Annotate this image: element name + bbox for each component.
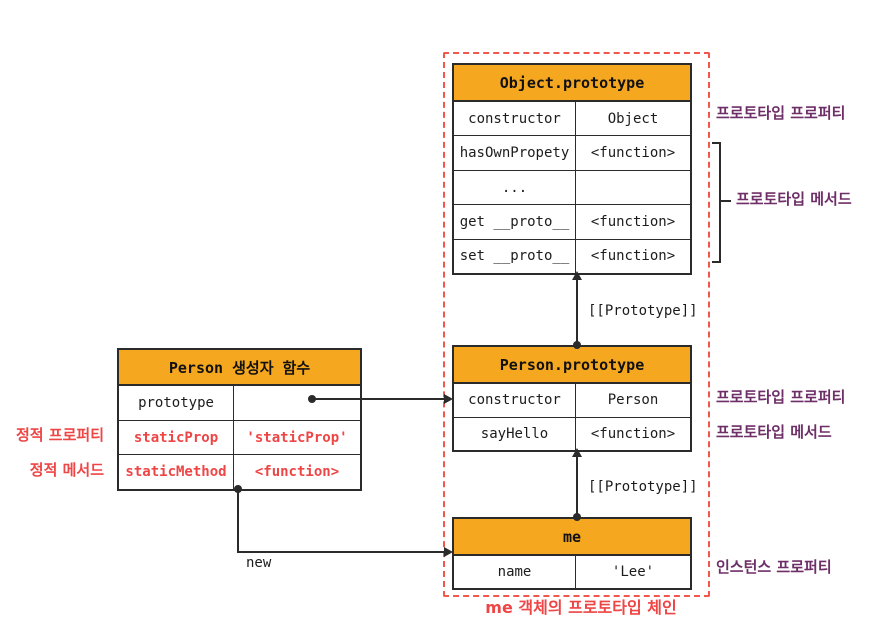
dot-connector xyxy=(573,513,581,521)
prototype-link-upper-line xyxy=(576,279,578,345)
value-cell: 'Lee' xyxy=(611,564,655,580)
prototype-link-lower-label: [[Prototype]] xyxy=(588,479,698,495)
table-header: Person 생성자 함수 xyxy=(119,350,360,386)
value-cell: 'staticProp' xyxy=(246,429,348,446)
prototype-property-label-object: 프로토타입 프로퍼티 xyxy=(716,104,846,122)
key-cell: sayHello xyxy=(454,417,576,450)
value-cell: <function> xyxy=(590,248,676,265)
prototype-chain-dashed-box xyxy=(443,52,710,597)
key-cell: ... xyxy=(454,170,576,205)
arrow-right-icon xyxy=(444,394,453,404)
table-row: set __proto__ <function> xyxy=(454,238,690,274)
prototype-method-label-object: 프로토타입 메서드 xyxy=(736,190,852,208)
table-row: ... xyxy=(454,169,690,205)
table-title: Person.prototype xyxy=(499,355,645,374)
table-title: Object.prototype xyxy=(499,73,645,92)
diagram-caption: me 객체의 프로토타입 체인 xyxy=(485,598,677,617)
person-constructor-table: Person 생성자 함수 prototype staticProp 'stat… xyxy=(117,348,362,491)
table-row: hasOwnPropety <function> xyxy=(454,135,690,170)
value-cell: Object xyxy=(607,110,659,127)
prototype-link-lower-line xyxy=(576,456,578,517)
key-cell: get __proto__ xyxy=(454,205,576,239)
prototype-reference-line xyxy=(312,398,446,400)
bracket-tick xyxy=(721,200,731,202)
table-row: staticMethod <function> xyxy=(119,454,360,490)
table-header: Object.prototype xyxy=(454,65,690,102)
key-cell: staticMethod xyxy=(119,455,234,490)
prototype-link-upper-label: [[Prototype]] xyxy=(588,303,698,319)
person-prototype-table: Person.prototype constructor Person sayH… xyxy=(452,345,692,452)
key-cell: staticProp xyxy=(119,420,234,455)
value-cell: <function> xyxy=(590,213,676,230)
new-keyword-label: new xyxy=(246,555,272,571)
prototype-methods-bracket xyxy=(712,142,721,263)
value-cell: <function> xyxy=(254,464,340,481)
dot-connector xyxy=(573,341,581,349)
table-row: name 'Lee' xyxy=(454,556,690,588)
instance-property-label: 인스턴스 프로퍼티 xyxy=(716,558,832,576)
table-header: Person.prototype xyxy=(454,347,690,384)
value-cell xyxy=(576,171,690,204)
table-row: sayHello <function> xyxy=(454,416,690,450)
key-cell: set __proto__ xyxy=(454,239,576,274)
key-cell: constructor xyxy=(454,384,576,417)
table-row: constructor Person xyxy=(454,384,690,417)
object-prototype-table: Object.prototype constructor Object hasO… xyxy=(452,63,692,275)
table-row: constructor Object xyxy=(454,102,690,136)
static-method-label: 정적 메서드 xyxy=(29,461,104,479)
table-row: prototype xyxy=(119,386,360,420)
key-cell: prototype xyxy=(119,386,234,420)
me-object-table: me name 'Lee' xyxy=(452,517,692,590)
value-cell: <function> xyxy=(590,425,676,442)
table-header: me xyxy=(454,519,690,556)
new-arrow-horizontal-line xyxy=(237,551,446,553)
static-property-label: 정적 프로퍼티 xyxy=(15,426,104,444)
key-cell: constructor xyxy=(454,102,576,136)
new-arrow-vertical-line xyxy=(237,489,239,553)
prototype-method-label-person: 프로토타입 메서드 xyxy=(716,423,832,441)
prototype-property-label-person: 프로토타입 프로퍼티 xyxy=(716,388,846,406)
table-title: me xyxy=(562,527,582,546)
value-cell: <function> xyxy=(590,145,676,162)
arrow-up-icon xyxy=(572,271,582,280)
key-cell: name xyxy=(454,556,576,588)
value-cell: Person xyxy=(607,392,659,409)
value-cell xyxy=(234,386,360,420)
arrow-up-icon xyxy=(572,448,582,457)
table-row: staticProp 'staticProp' xyxy=(119,419,360,455)
table-row: get __proto__ <function> xyxy=(454,204,690,239)
key-cell: hasOwnPropety xyxy=(454,136,576,170)
arrow-right-icon xyxy=(444,547,453,557)
table-title: Person 생성자 함수 xyxy=(168,358,311,377)
